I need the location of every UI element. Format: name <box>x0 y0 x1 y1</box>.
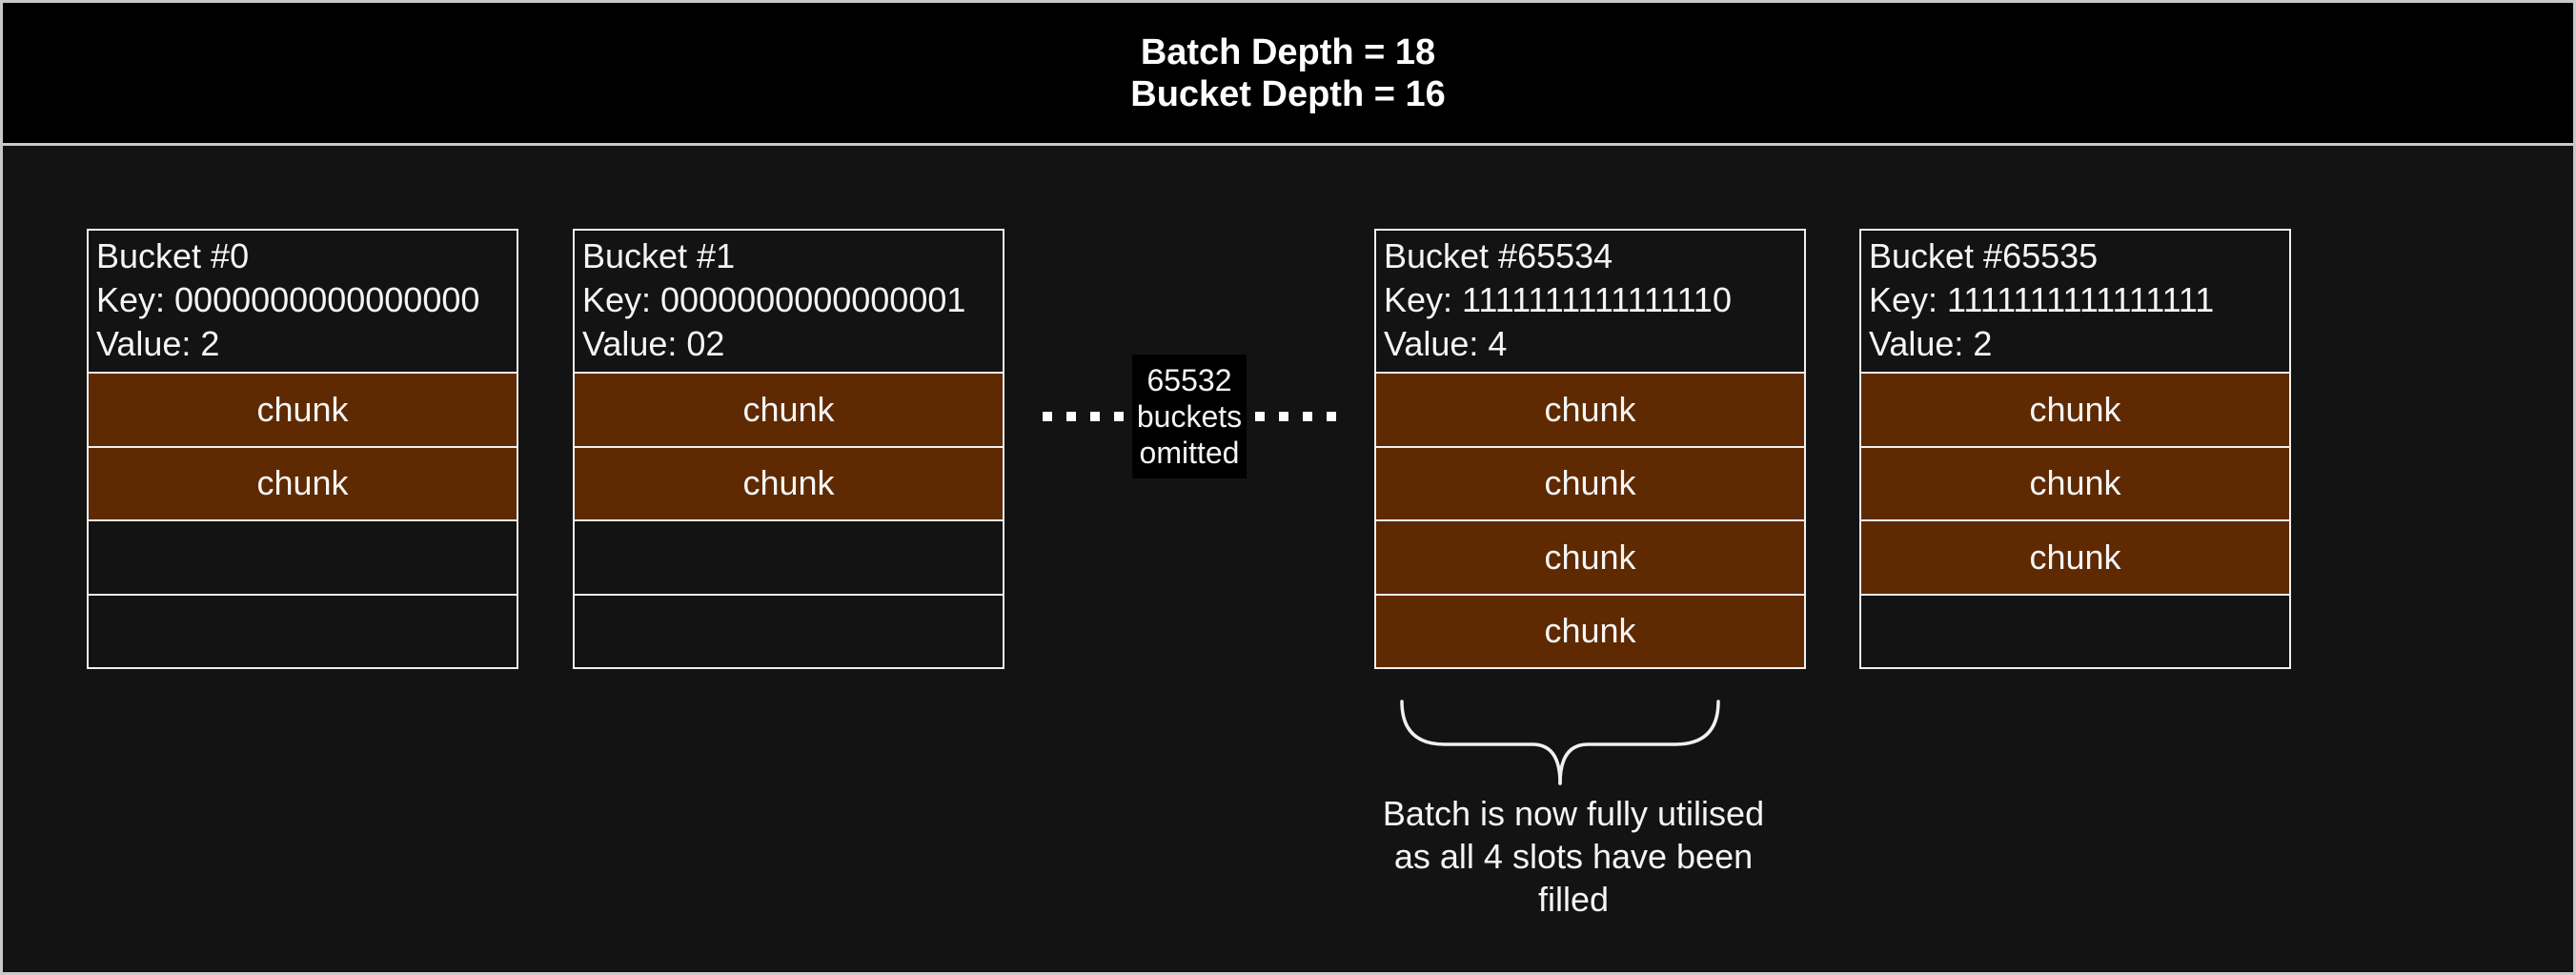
bucket-card-65534: Bucket #65534 Key: 1111111111111110 Valu… <box>1374 229 1806 669</box>
bucket-slot-chunk: chunk <box>575 372 1003 446</box>
dot <box>1114 412 1124 421</box>
bucket-slot-empty <box>89 519 517 594</box>
bucket-card-0: Bucket #0 Key: 0000000000000000 Value: 2… <box>87 229 518 669</box>
bucket-info: Bucket #65534 Key: 1111111111111110 Valu… <box>1376 231 1804 372</box>
bucket-key: Key: 1111111111111110 <box>1384 280 1732 319</box>
omitted-buckets-group: 65532 buckets omitted <box>1004 355 1374 478</box>
bucket-slot-chunk: chunk <box>89 372 517 446</box>
bucket-slot-empty <box>575 593 1003 668</box>
bucket-slot-chunk: chunk <box>1861 372 2289 446</box>
omitted-word-omitted: omitted <box>1139 436 1240 470</box>
caption-line: Batch is now fully utilised <box>1382 794 1765 833</box>
bucket-title: Bucket #1 <box>582 236 736 275</box>
dotted-line-left <box>1043 412 1124 421</box>
curly-brace-icon <box>1398 699 1722 791</box>
dot <box>1066 412 1076 421</box>
bucket-slot-empty <box>89 593 517 668</box>
omitted-buckets-label: 65532 buckets omitted <box>1132 355 1247 478</box>
bucket-value: Value: 02 <box>582 324 725 363</box>
bucket-info: Bucket #0 Key: 0000000000000000 Value: 2 <box>89 231 517 372</box>
dot <box>1279 412 1288 421</box>
bucket-info: Bucket #1 Key: 0000000000000001 Value: 0… <box>575 231 1003 372</box>
dotted-line-right <box>1255 412 1336 421</box>
dot <box>1090 412 1100 421</box>
dot <box>1255 412 1265 421</box>
bucket-card-1: Bucket #1 Key: 0000000000000001 Value: 0… <box>573 229 1004 669</box>
omitted-word-buckets: buckets <box>1136 399 1243 434</box>
dot <box>1327 412 1336 421</box>
dot <box>1043 412 1052 421</box>
bucket-slot-empty <box>575 519 1003 594</box>
caption-line: filled <box>1537 880 1610 919</box>
bucket-key: Key: 1111111111111111 <box>1869 280 2215 319</box>
bucket-title: Bucket #65534 <box>1384 236 1613 275</box>
bucket-card-65535: Bucket #65535 Key: 1111111111111111 Valu… <box>1859 229 2291 669</box>
bucket-slot-chunk: chunk <box>1861 445 2289 519</box>
bucket-key: Key: 0000000000000000 <box>96 280 480 319</box>
bucket-value: Value: 2 <box>1869 324 1993 363</box>
title-bar: Batch Depth = 18 Bucket Depth = 16 <box>3 3 2573 146</box>
diagram-area: Bucket #0 Key: 0000000000000000 Value: 2… <box>3 146 2573 972</box>
bucket-title: Bucket #65535 <box>1869 236 2099 275</box>
bucket-title: Bucket #0 <box>96 236 250 275</box>
bucket-slot-chunk: chunk <box>89 445 517 519</box>
bucket-value: Value: 4 <box>1384 324 1508 363</box>
batch-caption: Batch is now fully utilised as all 4 slo… <box>1335 792 1812 921</box>
bucket-slot-chunk: chunk <box>1376 593 1804 667</box>
bucket-slot-chunk: chunk <box>575 445 1003 519</box>
bucket-slot-chunk: chunk <box>1376 445 1804 519</box>
bucket-slot-chunk: chunk <box>1861 519 2289 594</box>
bucket-slot-chunk: chunk <box>1376 372 1804 446</box>
bucket-value: Value: 2 <box>96 324 220 363</box>
bucket-key: Key: 0000000000000001 <box>582 280 966 319</box>
omitted-count: 65532 <box>1146 363 1232 397</box>
bucket-depth-title: Bucket Depth = 16 <box>1130 73 1446 114</box>
bucket-slot-empty <box>1861 593 2289 668</box>
bucket-info: Bucket #65535 Key: 1111111111111111 Valu… <box>1861 231 2289 372</box>
bucket-slot-chunk: chunk <box>1376 519 1804 594</box>
dot <box>1303 412 1312 421</box>
caption-line: as all 4 slots have been <box>1393 837 1754 876</box>
batch-depth-title: Batch Depth = 18 <box>1140 31 1436 72</box>
